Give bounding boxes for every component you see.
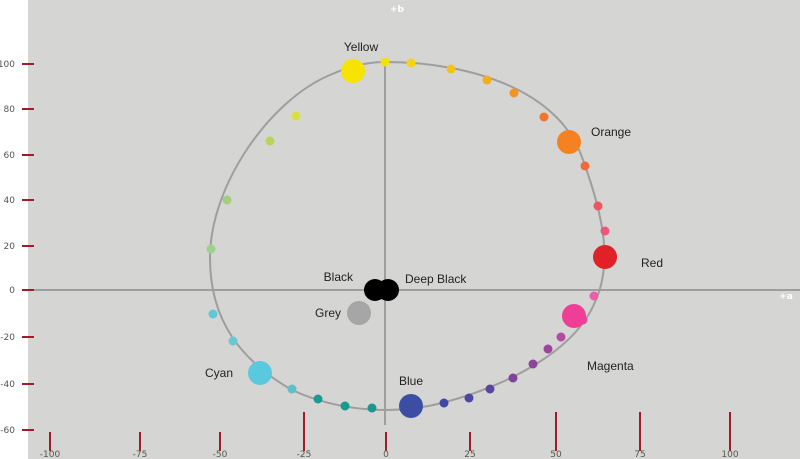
- grey-point: [347, 301, 371, 325]
- x-tick-label: 75: [634, 450, 645, 459]
- gamut-dot: [222, 195, 232, 205]
- deep-black-point: [377, 279, 399, 301]
- magenta-point: [562, 304, 586, 328]
- named-color-points: [248, 59, 617, 418]
- red-label: Red: [641, 256, 663, 270]
- x-tick-label: -50: [213, 450, 228, 459]
- y-tick-label: -40: [0, 380, 15, 390]
- blue-label: Blue: [399, 374, 423, 388]
- orange-label: Orange: [591, 125, 631, 139]
- x-tick-label: 50: [550, 450, 562, 459]
- gamut-dot: [439, 398, 449, 408]
- gamut-dot: [593, 201, 603, 211]
- gamut-dot: [508, 373, 518, 383]
- b-axis-label: +b: [390, 5, 405, 15]
- gamut-dot: [228, 336, 238, 346]
- gamut-dot: [589, 291, 599, 301]
- gamut-dot: [528, 359, 538, 369]
- y-tick-label: -20: [0, 333, 15, 343]
- y-tick-label: 100: [0, 60, 15, 70]
- named-color-labels: Yellow Orange Red Magenta Blue Cyan Blac…: [205, 40, 663, 388]
- cyan-label: Cyan: [205, 366, 233, 380]
- gamut-dot: [556, 332, 566, 342]
- gamut-dot: [340, 401, 350, 411]
- gamut-dot: [208, 309, 218, 319]
- gamut-dot: [600, 226, 610, 236]
- y-tick-label: 40: [4, 196, 16, 206]
- y-tick-label: 80: [4, 105, 16, 115]
- gamut-dot: [265, 136, 275, 146]
- x-axis-ticks: -100 -75 -50 -25 0 25 50 75 100: [40, 412, 739, 459]
- gamut-dot: [543, 344, 553, 354]
- yellow-point: [341, 59, 365, 83]
- gamut-dot: [580, 161, 590, 171]
- y-tick-label: -60: [0, 426, 15, 436]
- plot-background: [28, 0, 800, 459]
- x-tick-label: 25: [464, 450, 475, 459]
- orange-point: [557, 130, 581, 154]
- magenta-label: Magenta: [587, 359, 634, 373]
- gamut-dot: [367, 403, 377, 413]
- y-tick-label: 0: [9, 286, 15, 296]
- gamut-dot: [287, 384, 297, 394]
- red-point: [593, 245, 617, 269]
- gamut-dot: [509, 88, 519, 98]
- gamut-dot: [539, 112, 549, 122]
- gamut-dot: [482, 75, 492, 85]
- y-tick-label: 20: [4, 242, 16, 252]
- y-tick-label: 60: [4, 151, 16, 161]
- x-tick-label: 0: [383, 450, 389, 459]
- gamut-dot: [206, 244, 216, 254]
- x-tick-label: 100: [721, 450, 738, 459]
- a-axis-label: +a: [779, 292, 793, 302]
- y-axis-ticks: 100 80 60 40 20 0 -20 -40 -60: [0, 60, 34, 436]
- gamut-dot: [313, 394, 323, 404]
- deep-black-label: Deep Black: [405, 272, 467, 286]
- x-tick-label: -25: [297, 450, 312, 459]
- black-label: Black: [324, 270, 354, 284]
- blue-point: [399, 394, 423, 418]
- cyan-point: [248, 361, 272, 385]
- yellow-label: Yellow: [344, 40, 379, 54]
- gamut-dot: [406, 58, 416, 68]
- gamut-dot: [485, 384, 495, 394]
- gamut-dot: [291, 111, 301, 121]
- gamut-dot: [380, 57, 390, 67]
- gamut-dot: [464, 393, 474, 403]
- grey-label: Grey: [315, 306, 341, 320]
- x-tick-label: -100: [40, 450, 61, 459]
- gamut-dot: [446, 64, 456, 74]
- x-tick-label: -75: [133, 450, 148, 459]
